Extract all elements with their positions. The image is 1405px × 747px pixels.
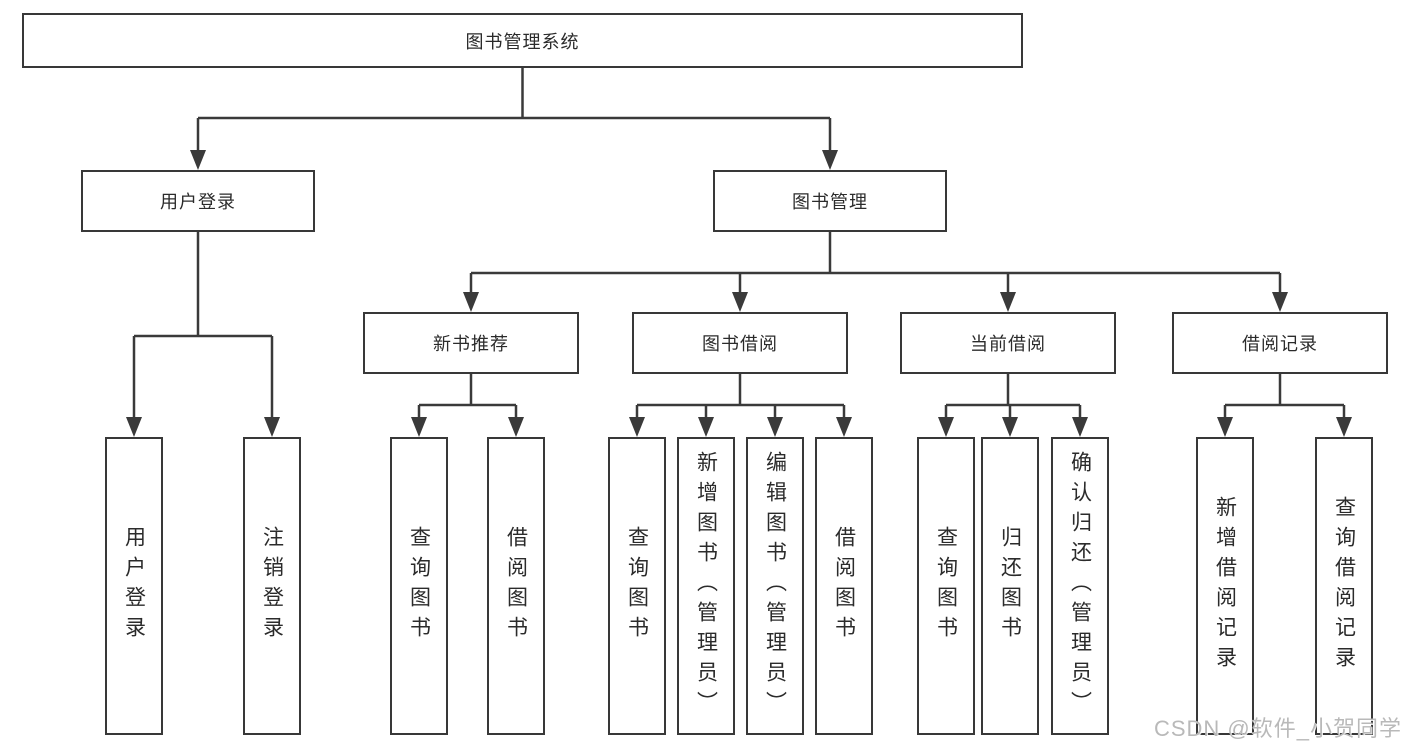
leaf-cb-query-book-label: 查询图书: [934, 526, 958, 646]
leaf-br-query-record-label: 查询借阅记录: [1332, 496, 1356, 676]
connector-user-login-children: [126, 232, 280, 437]
node-book-mgmt-label: 图书管理: [792, 192, 868, 212]
arrow-down-icon: [264, 417, 280, 437]
node-new-book-rec-label: 新书推荐: [433, 334, 509, 354]
arrow-down-icon: [836, 417, 852, 437]
arrow-down-icon: [1000, 292, 1016, 312]
leaf-br-add-record: 新增借阅记录: [1196, 437, 1254, 735]
leaf-bb-edit-book: 编辑图书（管理员）: [746, 437, 804, 735]
connector-borrow-records-children: [1217, 374, 1352, 437]
arrow-down-icon: [732, 292, 748, 312]
arrow-down-icon: [767, 417, 783, 437]
node-borrow-records: 借阅记录: [1172, 312, 1388, 374]
arrow-down-icon: [1336, 417, 1352, 437]
node-new-book-rec: 新书推荐: [363, 312, 579, 374]
arrow-down-icon: [126, 417, 142, 437]
arrow-down-icon: [1217, 417, 1233, 437]
arrow-down-icon: [508, 417, 524, 437]
node-user-login-label: 用户登录: [160, 192, 236, 212]
arrow-down-icon: [698, 417, 714, 437]
node-user-login: 用户登录: [81, 170, 315, 232]
leaf-nbr-borrow-book: 借阅图书: [487, 437, 545, 735]
connector-new-book-rec-children: [411, 374, 524, 437]
connector-book-borrow-children: [629, 374, 852, 437]
leaf-cb-return-book-label: 归还图书: [998, 526, 1022, 646]
connector-book-mgmt-children: [463, 232, 1288, 312]
node-root: 图书管理系统: [22, 13, 1023, 68]
leaf-bb-query-book: 查询图书: [608, 437, 666, 735]
node-book-mgmt: 图书管理: [713, 170, 947, 232]
node-borrow-records-label: 借阅记录: [1242, 334, 1318, 354]
arrow-down-icon: [822, 150, 838, 170]
arrow-down-icon: [1002, 417, 1018, 437]
leaf-cb-query-book: 查询图书: [917, 437, 975, 735]
node-book-borrow-label: 图书借阅: [702, 334, 778, 354]
arrow-down-icon: [190, 150, 206, 170]
leaf-user-login: 用户登录: [105, 437, 163, 735]
node-current-borrow-label: 当前借阅: [970, 334, 1046, 354]
leaf-cb-confirm-return: 确认归还（管理员）: [1051, 437, 1109, 735]
arrow-down-icon: [411, 417, 427, 437]
arrow-down-icon: [938, 417, 954, 437]
leaf-bb-query-book-label: 查询图书: [625, 526, 649, 646]
leaf-nbr-borrow-book-label: 借阅图书: [504, 526, 528, 646]
leaf-bb-add-book-label: 新增图书（管理员）: [694, 451, 718, 721]
leaf-cb-return-book: 归还图书: [981, 437, 1039, 735]
node-book-borrow: 图书借阅: [632, 312, 848, 374]
arrow-down-icon: [629, 417, 645, 437]
leaf-br-query-record: 查询借阅记录: [1315, 437, 1373, 735]
leaf-nbr-query-book: 查询图书: [390, 437, 448, 735]
node-root-label: 图书管理系统: [465, 31, 580, 52]
leaf-bb-add-book: 新增图书（管理员）: [677, 437, 735, 735]
connector-current-borrow-children: [938, 374, 1088, 437]
arrow-down-icon: [1272, 292, 1288, 312]
leaf-logout-label: 注销登录: [260, 526, 284, 646]
node-current-borrow: 当前借阅: [900, 312, 1116, 374]
leaf-bb-borrow-book-label: 借阅图书: [832, 526, 856, 646]
arrow-down-icon: [1072, 417, 1088, 437]
leaf-user-login-label: 用户登录: [122, 526, 146, 646]
connector-root-to-level2: [190, 68, 838, 170]
csdn-watermark: CSDN @软件_小贺同学: [1153, 716, 1402, 741]
leaf-bb-borrow-book: 借阅图书: [815, 437, 873, 735]
arrow-down-icon: [463, 292, 479, 312]
leaf-nbr-query-book-label: 查询图书: [407, 526, 431, 646]
leaf-bb-edit-book-label: 编辑图书（管理员）: [763, 451, 787, 721]
leaf-br-add-record-label: 新增借阅记录: [1213, 496, 1237, 676]
leaf-cb-confirm-return-label: 确认归还（管理员）: [1068, 451, 1092, 721]
leaf-logout: 注销登录: [243, 437, 301, 735]
